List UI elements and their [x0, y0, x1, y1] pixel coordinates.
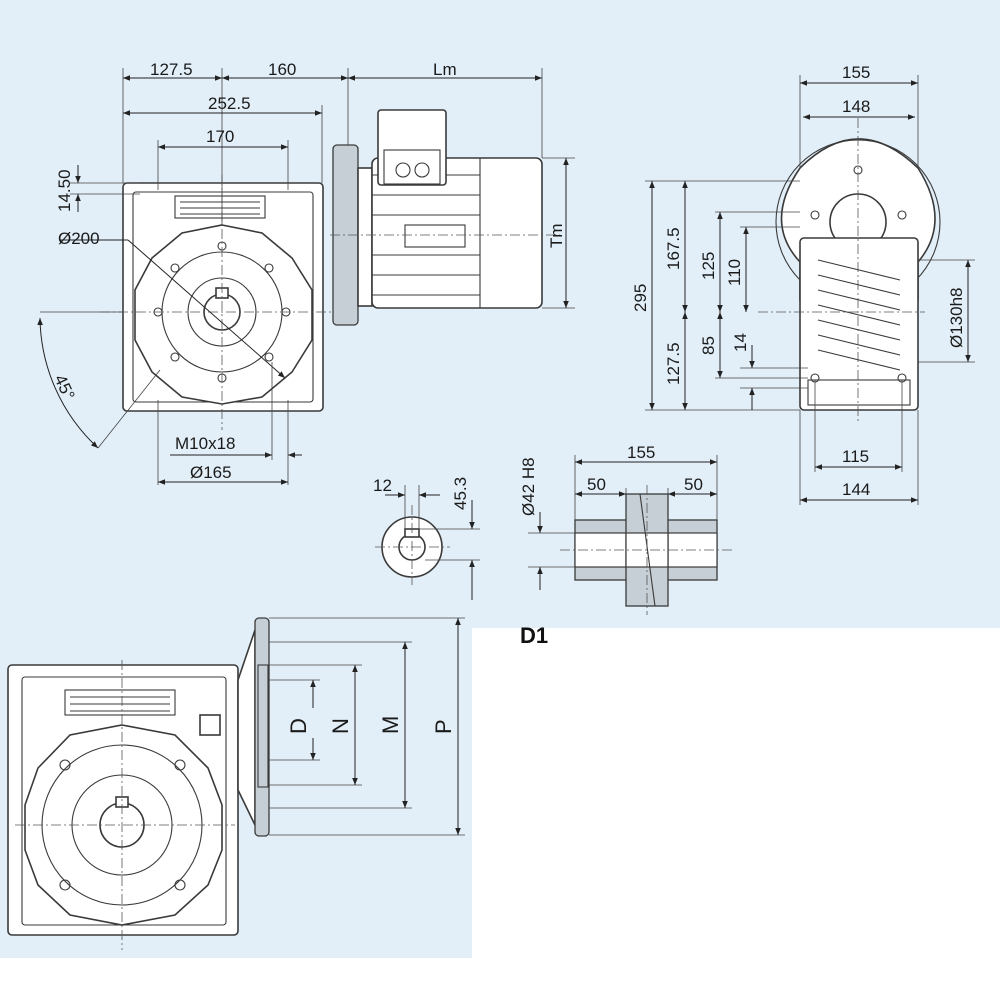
dim-155-shaft: 155	[627, 443, 655, 462]
shaft-section: Ø42 H8 155 50 50	[519, 443, 732, 615]
dim-14: 14	[731, 333, 750, 352]
dim-295: 295	[631, 284, 650, 312]
dim-144: 144	[842, 480, 870, 499]
dim-148: 148	[842, 97, 870, 116]
cable-gland	[395, 162, 411, 178]
terminal-box	[377, 109, 447, 186]
dim-12: 12	[373, 476, 392, 495]
front-view: 127.5 160 Lm 252.5 170 14.50 Ø200 Tm 45°	[37, 60, 575, 485]
dim-d130h8: Ø130h8	[947, 288, 966, 349]
bore-detail: 12 45.3	[373, 476, 480, 600]
dim-d200: Ø200	[58, 229, 100, 248]
dim-d165: Ø165	[190, 463, 232, 482]
bolt-hole	[264, 263, 274, 273]
dim-155-top: 155	[842, 63, 870, 82]
dim-m10x18: M10x18	[175, 434, 235, 453]
angle-arc	[37, 317, 99, 449]
dim-170: 170	[206, 127, 234, 146]
dim-n: N	[328, 718, 353, 734]
figure-label: D1	[520, 623, 548, 648]
bolt-hole	[170, 263, 180, 273]
dim-d: D	[286, 718, 311, 734]
top-ribs	[174, 195, 266, 219]
motor-adaptor	[357, 167, 373, 307]
bolt-hole	[264, 352, 274, 362]
dim-45-3: 45.3	[451, 477, 470, 510]
side-view: 155 148 295 167.5 127.5 125 85 110 14 Ø1…	[631, 63, 975, 505]
side-housing	[799, 237, 919, 411]
dim-252-5: 252.5	[208, 94, 251, 113]
dim-p: P	[431, 719, 456, 734]
dim-50-left: 50	[587, 475, 606, 494]
dim-14-50: 14.50	[55, 169, 74, 212]
dim-160: 160	[268, 60, 296, 79]
dim-125: 125	[699, 252, 718, 280]
dim-lm: Lm	[433, 60, 457, 79]
dim-d42h8: Ø42 H8	[519, 457, 538, 516]
dim-115: 115	[842, 447, 869, 466]
bolt-hole	[170, 352, 180, 362]
dim-m: M	[378, 716, 403, 734]
dim-50-right: 50	[684, 475, 703, 494]
dim-167-5: 167.5	[664, 227, 683, 270]
dim-127-5-side: 127.5	[664, 342, 683, 385]
dim-110: 110	[725, 259, 744, 286]
cable-gland	[414, 162, 430, 178]
dim-127-5: 127.5	[150, 60, 193, 79]
flange-view: D N M P	[7, 617, 465, 950]
dim-tm: Tm	[547, 223, 566, 248]
dim-85: 85	[699, 336, 718, 355]
motor-flange	[254, 617, 270, 837]
flange-top-ribs	[64, 689, 176, 716]
